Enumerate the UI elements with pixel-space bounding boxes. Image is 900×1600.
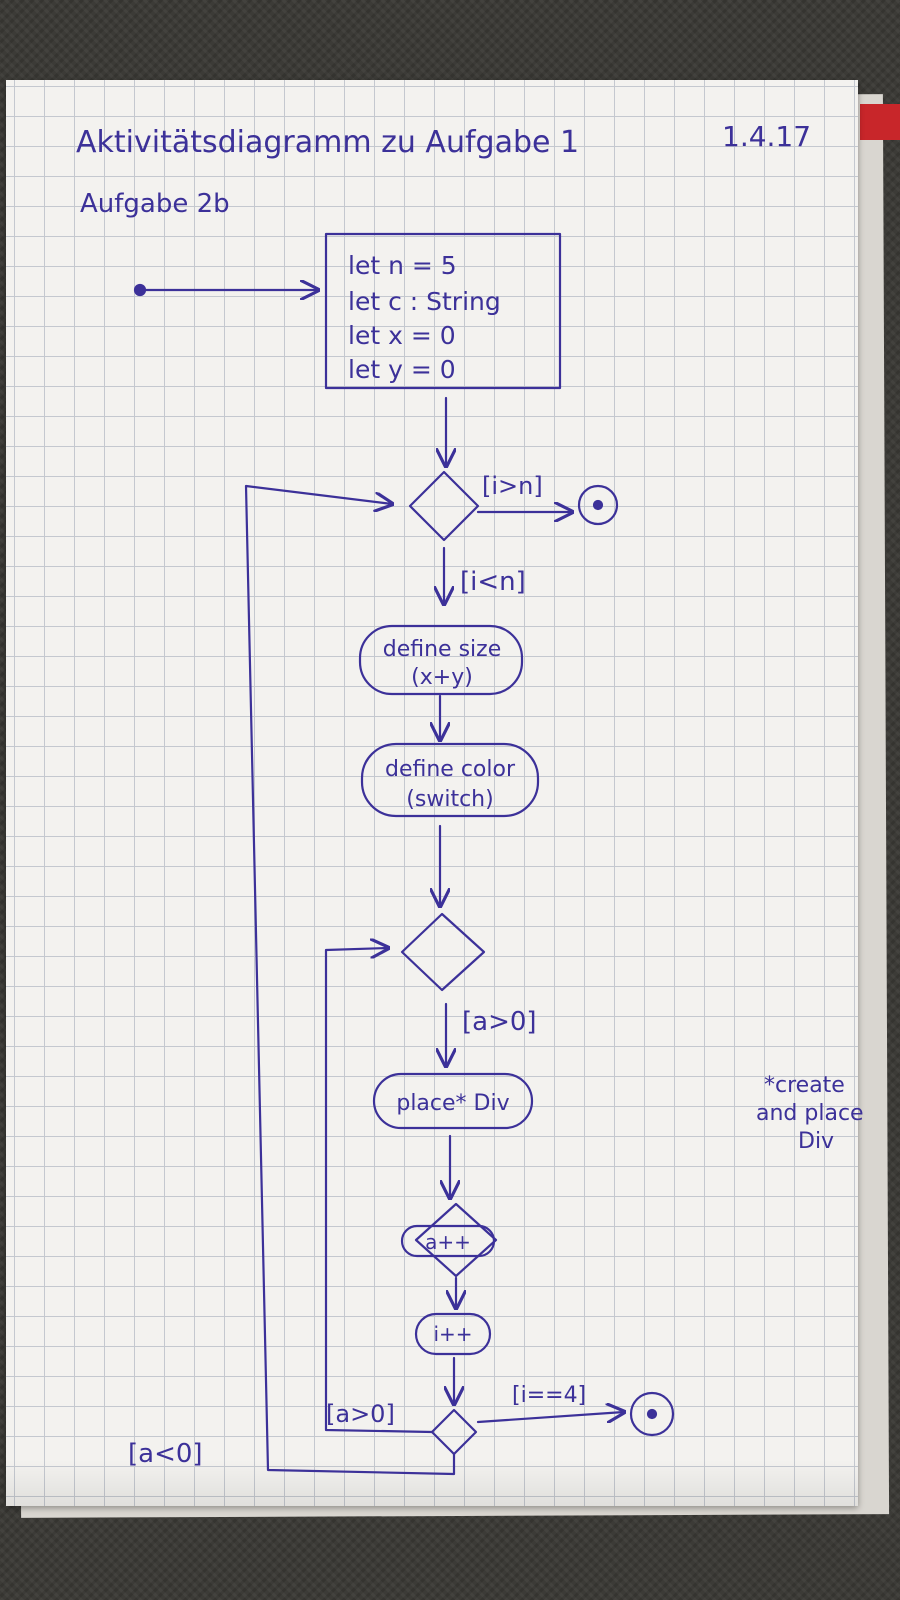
init-line-4: let y = 0: [348, 355, 456, 384]
label-place-div: place* Div: [396, 1091, 509, 1116]
init-line-2: let c : String: [348, 287, 501, 316]
decision-inner: [400, 912, 486, 992]
diagram-title: Aktivitätsdiagramm zu Aufgabe 1: [76, 125, 579, 160]
label-define-size-1: define size: [383, 637, 502, 662]
action-place-div: [372, 1072, 534, 1130]
label-a-inc: a++: [425, 1230, 471, 1254]
action-i-inc: [414, 1312, 492, 1356]
action-define-size: [358, 624, 524, 696]
decision-bottom: [430, 1408, 478, 1456]
label-define-color-2: (switch): [406, 787, 493, 812]
label-define-size-2: (x+y): [411, 665, 473, 690]
initial-node: [133, 283, 147, 297]
decision-outer: [408, 470, 480, 542]
red-page-marker: [860, 104, 900, 140]
guard-outer-back: [a<0]: [128, 1439, 203, 1469]
note-line-1: *create: [764, 1073, 845, 1098]
guard-inner-enter: [a>0]: [462, 1007, 537, 1037]
init-line-1: let n = 5: [348, 251, 457, 280]
label-define-color-1: define color: [385, 757, 516, 782]
init-block: [324, 232, 562, 390]
action-a-inc: [400, 1224, 496, 1258]
node-a-inc-diamond: [414, 1202, 498, 1278]
diagram-date: 1.4.17: [722, 120, 811, 153]
final-node-top: [577, 484, 619, 526]
paper-shadow: [6, 1460, 858, 1506]
guard-final: [i==4]: [512, 1383, 586, 1408]
label-i-inc: i++: [433, 1322, 472, 1346]
final-node-bottom: [629, 1391, 675, 1437]
grid-paper-sheet: [6, 80, 858, 1506]
edge-outer-loop-back: [244, 484, 456, 1476]
action-define-color: [360, 742, 540, 818]
edge-inner-loop-back: [324, 948, 434, 1434]
guard-exit: [i>n]: [482, 472, 543, 500]
edge-final: [476, 1412, 624, 1424]
guard-enter: [i<n]: [460, 567, 526, 597]
guard-inner-repeat: [a>0]: [326, 1400, 395, 1428]
note-line-2: and place: [756, 1101, 864, 1126]
note-line-3: Div: [798, 1129, 834, 1154]
diagram-subtitle: Aufgabe 2b: [80, 189, 230, 219]
init-line-3: let x = 0: [348, 321, 456, 350]
